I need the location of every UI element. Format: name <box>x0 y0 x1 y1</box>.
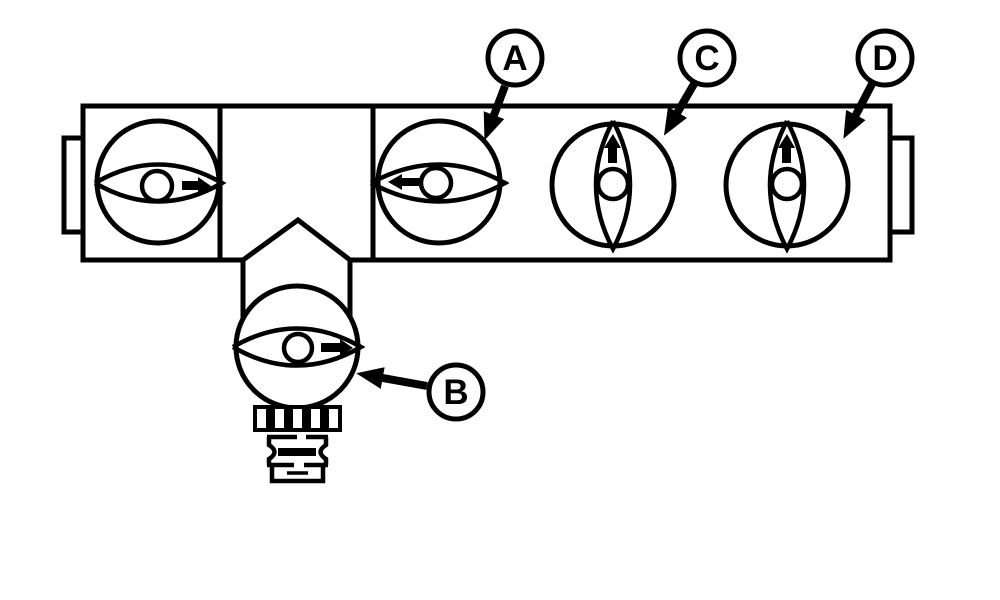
callout-a: A <box>483 28 545 141</box>
flow-arrow-up-icon <box>604 134 621 163</box>
valve-b <box>231 283 366 411</box>
valve-a <box>369 118 510 246</box>
flow-arrow-right-icon <box>321 339 353 356</box>
threaded-connector <box>253 405 342 432</box>
valve-handle-lens <box>593 119 633 254</box>
fitting-right-notch <box>318 437 329 465</box>
valve-handle-lens <box>93 162 227 204</box>
callout-c: C <box>663 28 737 136</box>
callout-b: B <box>356 362 486 422</box>
flow-arrow-up-icon <box>778 134 795 163</box>
valve-handle-lens <box>767 119 807 254</box>
callout-b-circle <box>426 362 486 422</box>
callout-d-circle <box>855 28 915 88</box>
left-end-cap <box>61 135 86 235</box>
callout-b-arrow <box>356 367 428 390</box>
thread-bar <box>266 409 275 428</box>
fitting-left-notch <box>266 437 277 465</box>
thread-bar <box>320 409 329 428</box>
valve-stem <box>595 166 631 202</box>
valve-d <box>723 119 851 254</box>
callout-a-arrow <box>483 84 509 141</box>
flow-arrow-left-icon <box>388 174 421 190</box>
callout-a-letter: A <box>502 39 527 78</box>
thread-bar <box>302 409 311 428</box>
callout-a-circle <box>485 28 545 88</box>
thread-band <box>253 405 342 432</box>
valve-stem <box>769 166 805 202</box>
valve-c <box>549 119 677 254</box>
valve-stem <box>139 168 175 204</box>
callout-c-circle <box>677 28 737 88</box>
flow-arrow-right-icon <box>182 177 211 194</box>
hose-fitting <box>266 434 329 484</box>
thread-bar <box>284 409 293 428</box>
valve-stem <box>281 331 315 365</box>
valve-handle-lens <box>369 162 510 204</box>
right-end-cap <box>887 135 915 235</box>
callout-c-letter: C <box>694 39 719 78</box>
callout-d-arrow <box>843 82 876 139</box>
valve-stem <box>418 165 454 201</box>
fitting-base <box>269 465 326 484</box>
callout-d-letter: D <box>872 39 897 78</box>
callout-d: D <box>843 28 915 139</box>
left-manifold-valve <box>93 118 227 246</box>
callout-b-letter: B <box>443 373 468 412</box>
valve-handle-lens <box>231 326 366 368</box>
callout-c-arrow <box>663 81 698 136</box>
fitting-collar <box>278 448 316 456</box>
